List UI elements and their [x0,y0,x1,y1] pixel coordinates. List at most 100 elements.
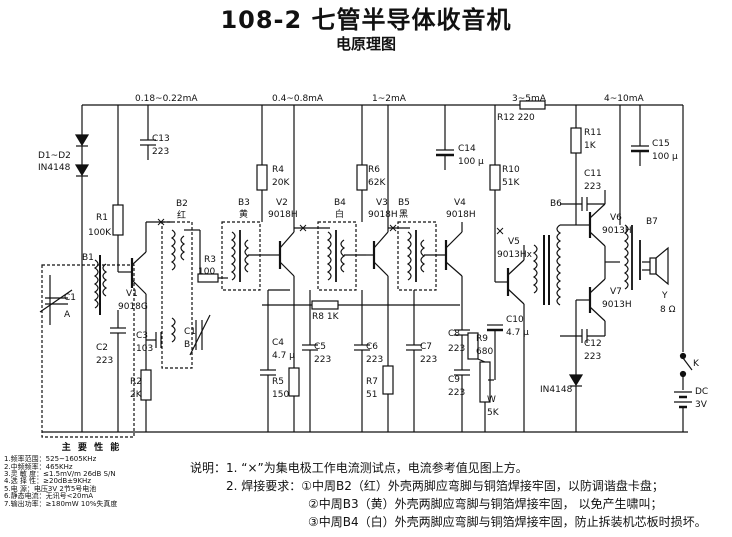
resistor-r6 [356,164,368,191]
label-b4: B4 [334,198,346,208]
label-dc: DC [695,387,709,397]
output-transformer-b7 [605,105,641,290]
if-b3-frame [221,221,261,291]
note-4: ③中周B4（白）外壳两脚应弯脚与铜箔焊接牢固，防止拆装机芯板时损坏。 [308,515,707,529]
resistor-r5 [288,367,300,397]
note-2: 2. 焊接要求：①中周B2（红）外壳两脚应弯脚与铜箔焊接牢固，以防调谐盘卡盘； [226,479,664,493]
label-c5: C5 [314,342,327,352]
spec-item: 2.中频频率：465KHz [4,462,73,471]
label-v7-type: 9013H [602,300,632,310]
tuning-cap-dashed-frame [161,221,193,369]
if-b4-frame [317,221,357,291]
label-r9: R9 [476,334,488,344]
label-c8: C8 [448,329,461,339]
label-b5-color: 黑 [399,210,409,220]
label-b1: B1 [82,253,94,263]
note-3: ②中周B3（黄）外壳两脚应弯脚与铜箔焊接牢固， 以免产生啸叫； [308,497,663,511]
label-c2-value: 223 [96,356,114,366]
transistor-v4 [424,222,463,318]
label-b5: B5 [398,198,410,208]
speaker-y [642,246,669,286]
label-v2: V2 [276,198,288,208]
label-y: Y [662,291,668,301]
label-b7: B7 [646,217,658,227]
label-v4: V4 [454,198,466,208]
label-r11: R11 [584,128,602,138]
label-c7-value: 223 [420,355,438,365]
label-v3: V3 [376,198,388,208]
battery-dc [674,391,692,409]
transistor-v1 [118,222,147,370]
label-c3-value: 103 [136,344,154,354]
label-y-value: 8 Ω [660,305,676,315]
label-c8-value: 223 [448,344,466,354]
tuning-capacitor-c1b [170,314,211,356]
notes-lead: 说明： [190,461,227,475]
label-v6-type: 9013H [602,226,632,236]
label-d1-d2-part: IN4148 [38,163,71,173]
label-r10: R10 [502,165,520,175]
spec-item: 1.频率范围：525~1605KHz [4,455,97,464]
label-b4-color: 白 [335,210,345,220]
label-c4-value: 4.7 μ [272,351,295,361]
spec-item: 3.灵 敏 度：≤1.5mV/m 26dB S/N [4,470,116,479]
driver-transformer-b6 [532,224,562,306]
label-c14: C14 [458,144,476,154]
transistor-v3 [366,105,389,366]
resistor-r1 [112,204,124,236]
label-b3-color: 黄 [239,210,249,220]
antenna-dashed-frame [41,264,135,438]
label-c13-value: 223 [152,147,170,157]
test-points [157,218,504,235]
label-c2: C2 [96,343,109,353]
label-r10-value: 51K [502,178,520,188]
label-r5: R5 [272,377,284,387]
label-b: B [184,340,191,350]
label-r7: R7 [366,377,378,387]
power-switch-k [682,357,693,371]
spec-item: 5.电 源：电压3V 2节5号电池 [4,484,97,493]
label-c1b: C1 [184,327,197,337]
transistor-v7 [576,278,606,322]
label-v1: V1 [126,289,138,299]
label-v3-type: 9018H [368,210,398,220]
label-c1a: C1 [64,293,77,303]
label-k: K [693,359,699,369]
resistor-r9 [467,332,479,360]
label-b2: B2 [176,199,188,209]
current-reading: 1~2mA [372,94,406,104]
current-reading: 0.4~0.8mA [272,94,324,104]
spec-item: 4.选 择 性：≥20dB±9KHz [4,477,91,486]
label-v5: V5 [508,237,520,247]
spec-item: 6.静态电流：无讯号<20mA [4,492,94,501]
label-c3: C3 [136,331,149,341]
transistor-v5 [495,245,525,432]
specs-block: 主 要 性 能 1.频率范围：525~1605KHz 2.中频频率：465KHz… [4,443,179,508]
label-w-value: 5K [487,408,499,418]
page-subtitle: 电原理图 [335,35,396,53]
resistor-r2 [140,369,152,401]
antenna-coil-b1 [39,255,108,325]
label-r11-value: 1K [584,141,596,151]
label-r4: R4 [272,165,284,175]
specs-heading: 主 要 性 能 [61,443,122,453]
label-r1-value: 100K [88,228,112,238]
label-c6-value: 223 [366,355,384,365]
label-v7: V7 [610,287,622,297]
label-b2-color: 红 [177,211,187,221]
label-r2-value: 2K [130,390,142,400]
if-transformer-b4 [326,230,366,282]
label-c11-value: 223 [584,182,602,192]
label-c10: C10 [506,315,524,325]
label-r3: R3 [204,255,216,265]
if-transformer-b3 [230,230,270,282]
label-c5-value: 223 [314,355,332,365]
label-r9-value: 680 [476,347,494,357]
label-c13: C13 [152,134,170,144]
if-transformer-b5 [406,230,426,282]
transistor-v6 [576,203,606,247]
osc-coil-b2 [146,221,200,271]
page-title: 108-2 七管半导体收音机 [220,6,512,34]
